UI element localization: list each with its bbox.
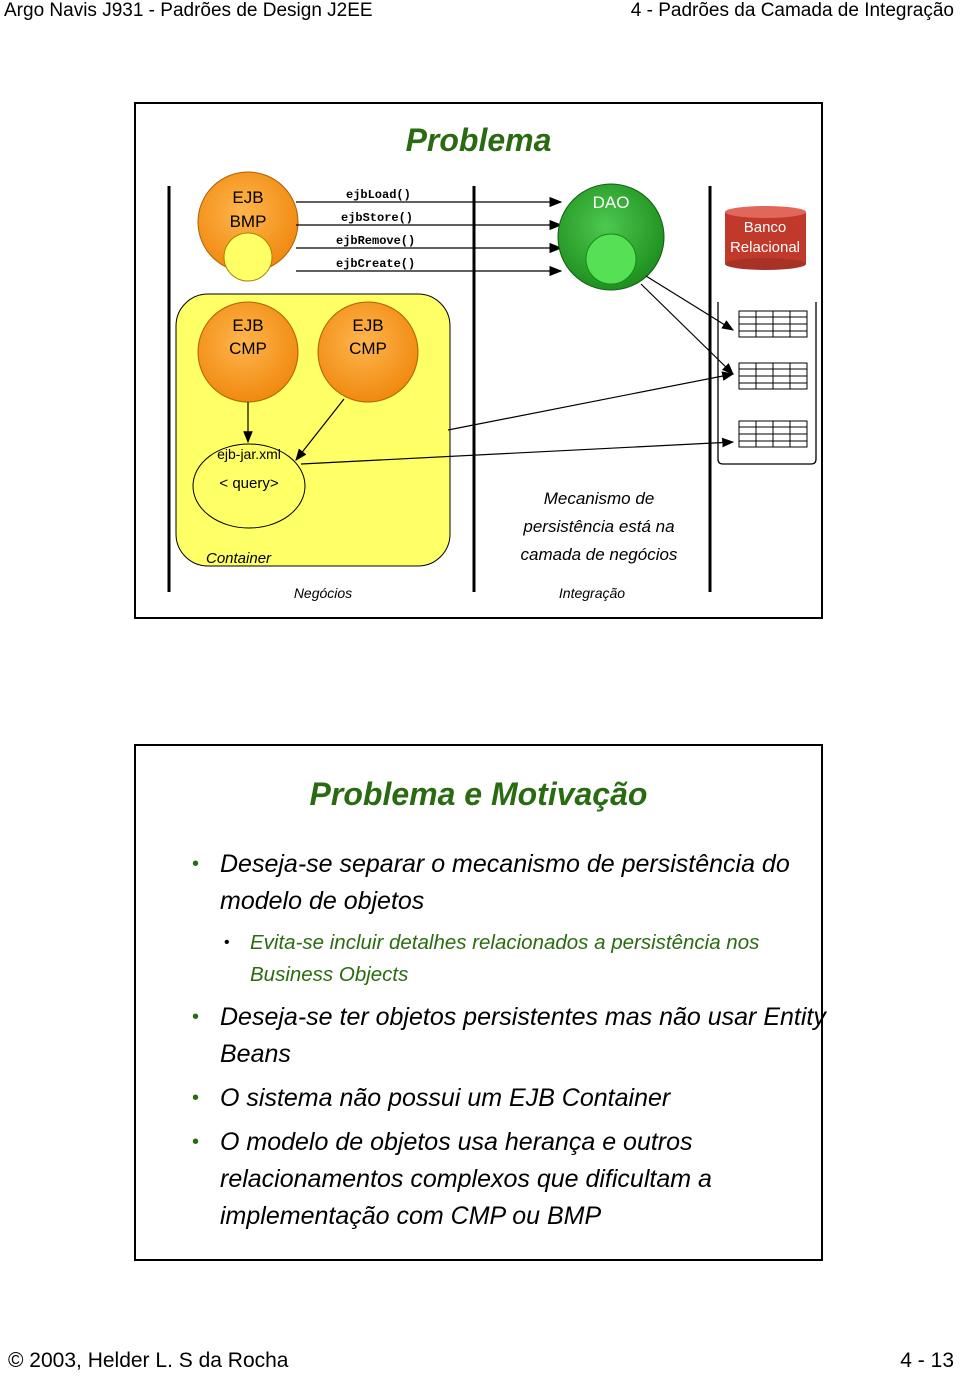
- db-label-2: Relacional: [730, 239, 800, 256]
- bullet-item: Deseja-se ter objetos persistentes mas n…: [190, 999, 830, 1073]
- page-header-left: Argo Navis J931 - Padrões de Design J2EE: [4, 0, 373, 21]
- sub-bullet-item: Evita-se incluir detalhes relacionados a…: [190, 927, 830, 991]
- dao-inner: [585, 233, 637, 285]
- database-icon: [725, 206, 806, 270]
- ejb-cmp-2-label-1: EJB: [352, 316, 383, 335]
- mechanism-line-3: camada de negócios: [521, 545, 678, 564]
- method-ejbstore: ejbStore(): [341, 211, 413, 225]
- db-tables-bracket: [717, 302, 817, 465]
- ejb-cmp-2-label-2: CMP: [349, 339, 387, 358]
- layer-label-negocios: Negócios: [294, 585, 352, 601]
- container-label: Container: [206, 550, 272, 567]
- method-ejbcreate: ejbCreate(): [336, 257, 415, 271]
- slide-motivacao: Problema e Motivação Deseja-se separar o…: [134, 744, 826, 1261]
- bullet-item: O sistema não possui um EJB Container: [190, 1080, 830, 1117]
- ejb-bmp-inner: [223, 232, 273, 282]
- mechanism-line-1: Mecanismo de: [544, 489, 655, 508]
- db-label-1: Banco: [744, 219, 787, 236]
- query-label: < query>: [219, 475, 278, 492]
- architecture-diagram: Container EJB BMP ejbLoad() ejbStore() e…: [167, 171, 817, 601]
- bullet-list: Deseja-se separar o mecanismo de persist…: [190, 846, 830, 1242]
- arrow-ejbjar-table3: [300, 437, 735, 465]
- ejb-cmp-1-label-2: CMP: [229, 339, 267, 358]
- bullet-item: Deseja-se separar o mecanismo de persist…: [190, 846, 830, 920]
- page-header-right: 4 - Padrões da Camada de Integração: [630, 0, 954, 21]
- bullet-item: O modelo de objetos usa herança e outros…: [190, 1124, 830, 1235]
- layer-label-integracao: Integração: [559, 585, 625, 601]
- slide-title: Problema e Motivação: [309, 776, 648, 812]
- table-grid-2: [738, 362, 808, 390]
- dao-label: DAO: [593, 193, 630, 212]
- slide-problema: Problema Container EJB BMP ej: [134, 102, 823, 619]
- slide-title: Problema: [405, 122, 552, 158]
- ejb-cmp-1-label-1: EJB: [232, 316, 263, 335]
- ejb-bmp-label-2: BMP: [230, 212, 267, 231]
- ejb-cmp-2-node: [317, 301, 419, 403]
- arrow-cmp2-ejbjar: [295, 398, 345, 461]
- ejb-jar-label: ejb-jar.xml: [217, 446, 281, 462]
- arrow-container-table2: [447, 371, 735, 431]
- footer-copyright: © 2003, Helder L. S da Rocha: [8, 1349, 289, 1372]
- ejb-bmp-label-1: EJB: [232, 188, 263, 207]
- mechanism-line-2: persistência está na: [522, 517, 674, 536]
- page-number: 4 - 13: [900, 1349, 954, 1372]
- table-grid-3: [738, 420, 808, 448]
- arrow-dao-table2: [640, 283, 734, 375]
- method-ejbremove: ejbRemove(): [336, 234, 415, 248]
- arrow-dao-table1: [645, 275, 735, 331]
- method-ejbload: ejbLoad(): [346, 188, 411, 202]
- table-grid-1: [738, 310, 808, 338]
- ejb-jar-xml-node: [192, 443, 306, 529]
